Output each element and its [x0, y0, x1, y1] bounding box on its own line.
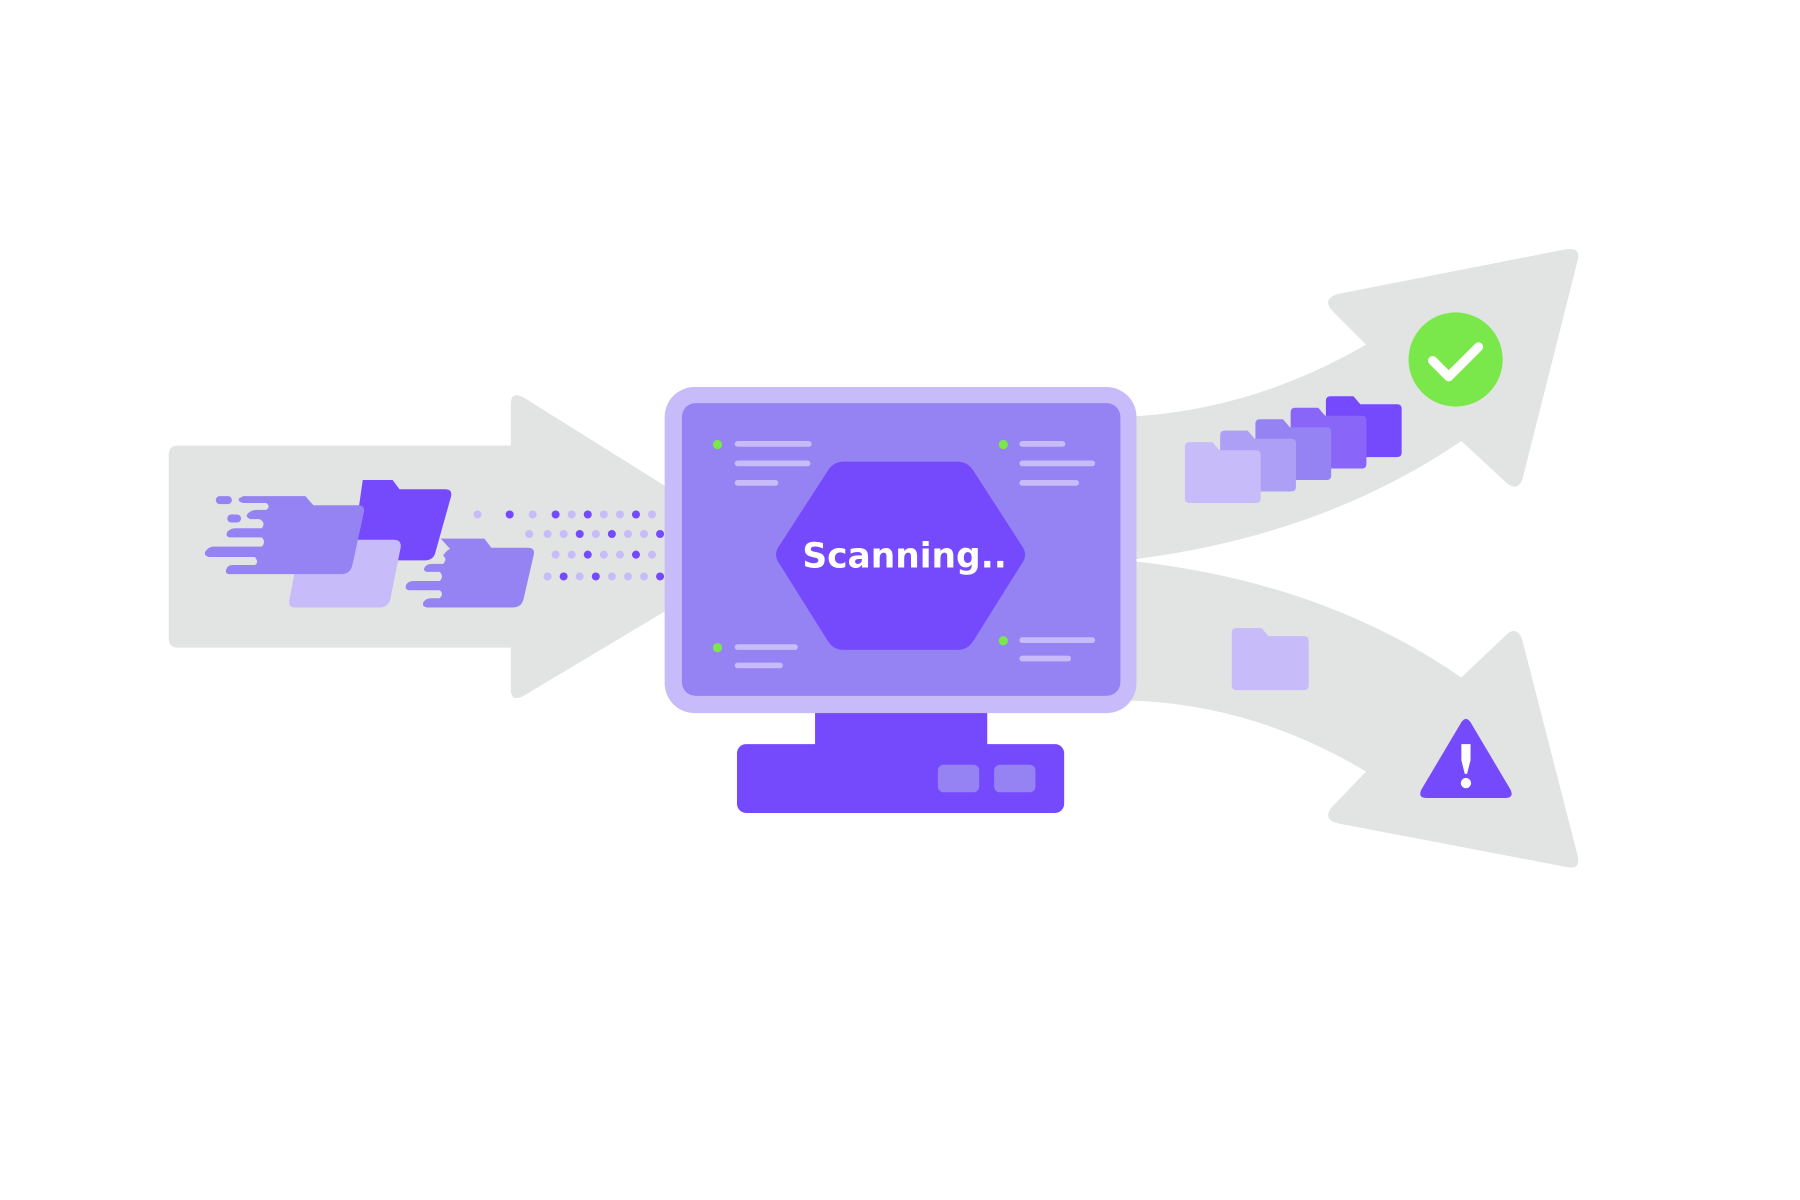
- folder-icon: [1231, 628, 1309, 691]
- screen-text-lines: [712, 439, 1096, 669]
- data-dot: [623, 529, 632, 539]
- data-dot: [567, 510, 576, 519]
- data-dot: [591, 529, 600, 539]
- data-dot: [648, 510, 657, 519]
- data-dot: [543, 572, 552, 581]
- base-button: [937, 764, 980, 793]
- data-dot: [599, 510, 608, 519]
- threat-output-arrow: [1125, 560, 1579, 868]
- data-dot: [607, 529, 616, 539]
- data-dot: [648, 550, 657, 559]
- data-dot: [631, 550, 640, 559]
- data-dot: [551, 550, 560, 559]
- folder-icon: [405, 538, 534, 608]
- data-dot: [631, 510, 640, 519]
- data-dot: [607, 572, 616, 581]
- data-dot: [623, 572, 632, 581]
- folder-icon: [1184, 442, 1261, 503]
- check-circle-icon: [1408, 312, 1503, 407]
- monitor: Scanning..: [664, 387, 1137, 813]
- data-dot: [656, 572, 665, 581]
- folder-icon: [204, 496, 365, 575]
- data-dot: [615, 510, 624, 519]
- data-dot: [575, 529, 584, 539]
- data-dot: [599, 550, 608, 559]
- data-dot: [567, 550, 576, 559]
- data-dot: [615, 550, 624, 559]
- data-dot: [656, 529, 665, 539]
- data-dot: [639, 572, 649, 581]
- data-dot: [591, 572, 600, 581]
- data-dot: [528, 510, 537, 519]
- scanning-hexagon: [776, 461, 1026, 650]
- scanning-status-text: Scanning..: [802, 536, 1007, 576]
- warning-triangle-icon: [1420, 718, 1512, 799]
- incoming-folders: [204, 480, 534, 608]
- data-dot: [583, 510, 592, 519]
- monitor-stand-neck: [815, 713, 988, 746]
- data-stream-dots: [473, 510, 665, 581]
- monitor-base: [736, 744, 1065, 813]
- data-dot: [559, 572, 568, 581]
- data-dot: [525, 529, 534, 539]
- data-dot: [473, 510, 482, 519]
- data-dot: [505, 510, 514, 519]
- data-dot: [583, 550, 592, 559]
- base-button: [994, 764, 1036, 793]
- data-dot: [559, 529, 568, 539]
- data-dot: [639, 529, 649, 539]
- data-dot: [543, 529, 552, 539]
- clean-folders: [1184, 396, 1402, 503]
- data-dot: [575, 572, 584, 581]
- data-dot: [551, 510, 560, 519]
